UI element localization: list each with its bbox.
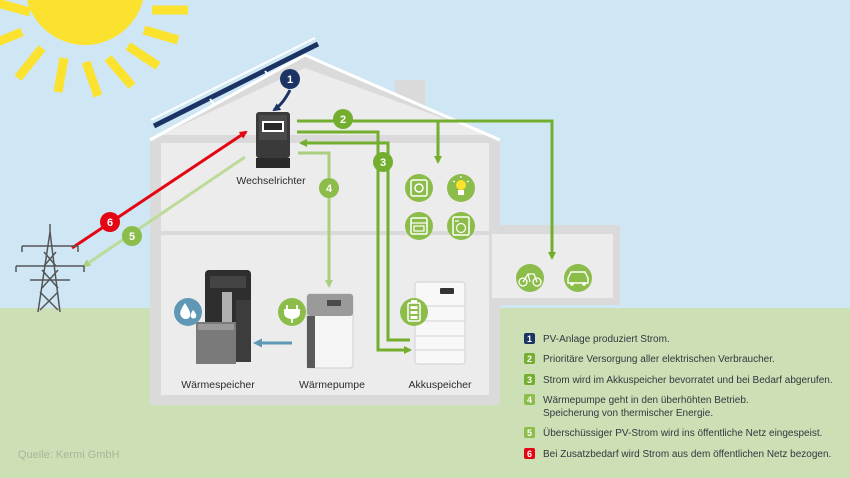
svg-text:Prioritäre Versorgung aller el: Prioritäre Versorgung aller elektrischen…	[543, 354, 775, 365]
badge-3: 3	[373, 152, 393, 172]
svg-text:4: 4	[326, 183, 333, 195]
flow-2-arrows	[297, 119, 556, 260]
flow-6-arrow	[71, 130, 248, 250]
battery-label: Akkuspeicher	[408, 379, 472, 391]
battery-storage-unit	[414, 281, 466, 365]
flow-3-arrows	[297, 130, 412, 354]
badge-6: 6	[100, 212, 120, 232]
svg-text:Strom wird im Akkuspeicher bev: Strom wird im Akkuspeicher bevorratet un…	[543, 375, 833, 386]
flow-5-arrow	[82, 155, 246, 268]
svg-text:5: 5	[129, 231, 135, 243]
svg-text:6: 6	[527, 449, 532, 459]
plug-icon	[278, 298, 306, 326]
inverter-icon	[256, 112, 290, 168]
svg-text:5: 5	[527, 428, 532, 438]
svg-text:Speicherung von thermischer En: Speicherung von thermischer Energie.	[543, 408, 713, 419]
legend-item: 6 Bei Zusatzbedarf wird Strom aus dem öf…	[524, 448, 831, 460]
legend-item: 5 Überschüssiger PV-Strom wird ins öffen…	[524, 427, 822, 439]
heat-pump-unit	[306, 293, 354, 369]
svg-text:1: 1	[287, 74, 293, 86]
badge-1: 1	[280, 69, 300, 89]
svg-text:1: 1	[527, 334, 532, 344]
svg-text:2: 2	[340, 114, 346, 126]
oven-icon	[405, 212, 433, 240]
source-credit: Quelle: Kermi GmbH	[18, 449, 120, 461]
battery-icon	[400, 298, 428, 326]
socket-icon	[405, 174, 433, 202]
svg-text:2: 2	[527, 354, 532, 364]
svg-text:Überschüssiger PV-Strom wird i: Überschüssiger PV-Strom wird ins öffentl…	[543, 427, 822, 439]
water-drop-icon	[174, 298, 202, 326]
svg-text:3: 3	[380, 157, 386, 169]
legend-item: 3 Strom wird im Akkuspeicher bevorratet …	[524, 374, 833, 386]
legend: 1 PV-Anlage produziert Strom. 2 Prioritä…	[524, 333, 833, 460]
legend-item: 2 Prioritäre Versorgung aller elektrisch…	[524, 353, 775, 365]
heat-pump-label: Wärmepumpe	[299, 379, 365, 391]
badge-5: 5	[122, 226, 142, 246]
flow-4-arrow	[298, 151, 333, 288]
svg-text:Wärmepumpe geht in den überhöh: Wärmepumpe geht in den überhöhten Betrie…	[543, 395, 749, 406]
svg-text:PV-Anlage produziert Strom.: PV-Anlage produziert Strom.	[543, 334, 670, 345]
flow-1-arrow	[272, 89, 292, 112]
e-bike-icon	[516, 264, 544, 292]
badge-4: 4	[319, 178, 339, 198]
svg-text:6: 6	[107, 217, 113, 229]
solar-panel-icon	[150, 37, 320, 129]
svg-text:3: 3	[527, 375, 532, 385]
svg-text:4: 4	[527, 395, 532, 405]
legend-item: 4 Wärmepumpe geht in den überhöhten Betr…	[524, 394, 749, 419]
heat-storage-unit	[196, 270, 251, 364]
svg-text:Bei Zusatzbedarf wird Strom au: Bei Zusatzbedarf wird Strom aus dem öffe…	[543, 449, 831, 460]
electric-car-icon	[564, 264, 592, 292]
washing-machine-icon	[447, 212, 475, 240]
badge-2: 2	[333, 109, 353, 129]
inverter-label: Wechselrichter	[236, 175, 306, 187]
power-pylon-icon	[15, 224, 85, 313]
lightbulb-icon	[447, 174, 475, 202]
heat-storage-label: Wärmespeicher	[181, 379, 255, 391]
legend-item: 1 PV-Anlage produziert Strom.	[524, 333, 670, 345]
sun-icon	[0, 0, 188, 98]
